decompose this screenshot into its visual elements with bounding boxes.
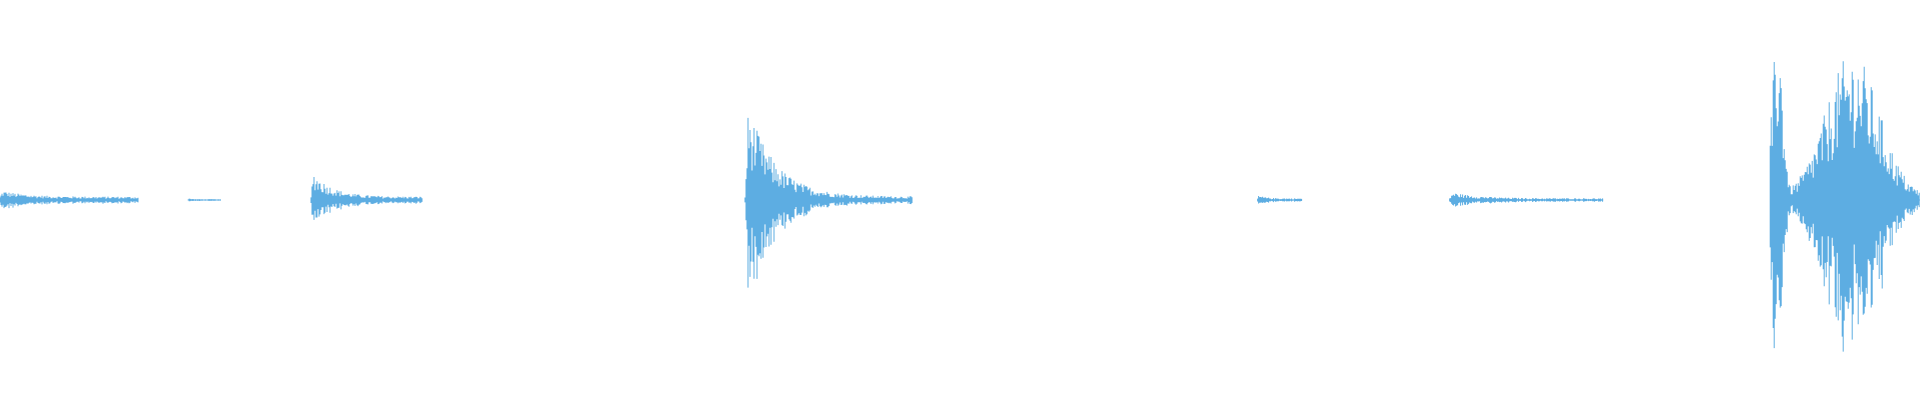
waveform-segment-5: [1257, 196, 1303, 204]
waveform-path-segment-3: [310, 177, 423, 220]
waveform-segment-1: [0, 192, 139, 209]
waveform-bars-group: [0, 61, 1920, 352]
waveform-segment-6: [1449, 193, 1604, 207]
waveform-path-segment-7: [1769, 61, 1920, 352]
waveform-segment-3: [310, 177, 423, 220]
waveform-path-segment-4: [744, 117, 913, 288]
waveform-segment-4: [744, 117, 913, 288]
waveform-segment-2: [187, 198, 221, 202]
waveform-segment-7: [1769, 61, 1920, 352]
